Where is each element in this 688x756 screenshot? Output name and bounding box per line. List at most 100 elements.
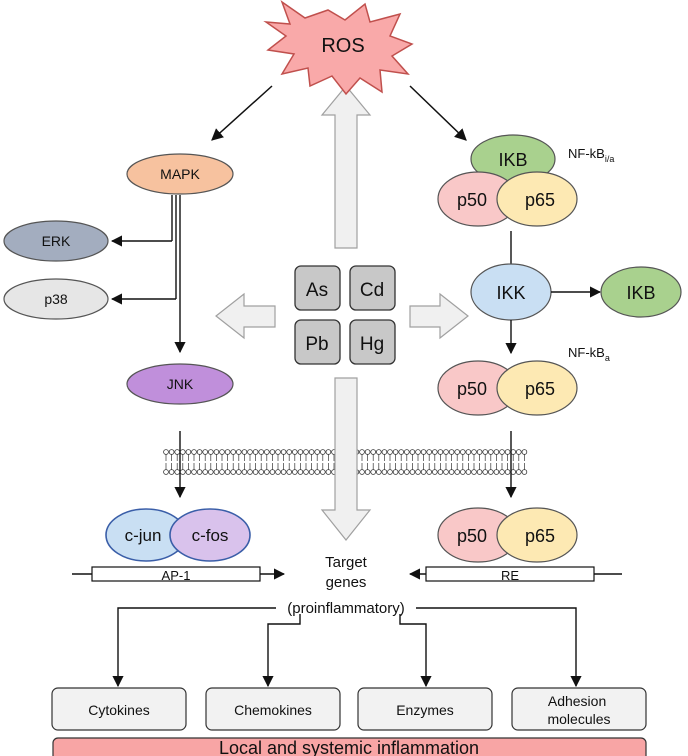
big-arrow-down <box>320 377 372 541</box>
p50-label-bottom: p50 <box>457 526 487 546</box>
big-arrow-right <box>409 292 469 340</box>
lipid-head <box>471 449 477 455</box>
lipid-head <box>297 449 304 455</box>
lipid-head <box>258 449 265 455</box>
re-label: RE <box>501 568 519 583</box>
output-cytokines: Cytokines <box>51 687 187 731</box>
lipid-head <box>213 449 220 455</box>
lipid-head <box>185 469 192 475</box>
p65-label-top: p65 <box>525 190 555 210</box>
cell-membrane <box>163 449 528 475</box>
p65-node-bottom <box>496 507 578 563</box>
lipid-head <box>174 449 181 455</box>
lipid-head <box>471 469 477 475</box>
lipid-head <box>392 469 399 475</box>
lipid-head <box>180 449 186 455</box>
lipid-head <box>280 469 287 475</box>
lipid-head <box>487 449 494 455</box>
connector-chemokines <box>262 614 301 688</box>
lipid-head <box>375 449 382 455</box>
ros-label: ROS <box>321 35 364 57</box>
lipid-head <box>415 469 421 475</box>
p38-node <box>3 278 109 320</box>
lipid-head <box>325 449 332 455</box>
p50-label-top: p50 <box>457 190 487 210</box>
ikk-label: IKK <box>496 283 525 303</box>
lipid-head <box>437 449 444 455</box>
lipid-head <box>381 469 388 475</box>
lipid-head <box>521 469 528 475</box>
p65-label-mid: p65 <box>525 379 555 399</box>
p65-node-mid <box>496 360 578 416</box>
lipid-head <box>230 449 237 455</box>
connector-adhesion <box>416 607 582 688</box>
lipid-head <box>359 469 365 475</box>
lipid-head <box>454 449 461 455</box>
lipid-head <box>191 449 197 455</box>
lipid-head <box>398 449 405 455</box>
lipid-head <box>403 449 410 455</box>
lipid-head <box>409 449 416 455</box>
lipid-head <box>403 469 410 475</box>
lipid-head <box>308 449 315 455</box>
lipid-head <box>476 449 483 455</box>
lipid-head <box>230 469 237 475</box>
lipid-head <box>291 449 298 455</box>
lipid-head <box>431 449 438 455</box>
lipid-head <box>224 449 231 455</box>
lipid-head <box>196 449 203 455</box>
lipid-head <box>415 449 421 455</box>
lipid-head <box>163 469 169 475</box>
lipid-head <box>258 469 265 475</box>
lipid-head <box>364 449 371 455</box>
lipid-head <box>493 469 500 475</box>
target-genes-line1: Target <box>325 554 368 571</box>
lipid-head <box>319 449 326 455</box>
lipid-head <box>202 469 209 475</box>
lipid-head <box>208 469 214 475</box>
lipid-head <box>280 449 287 455</box>
lipid-head <box>370 449 377 455</box>
metal-pb: Pb <box>294 319 341 365</box>
lipid-head <box>275 469 281 475</box>
lipid-head <box>297 469 304 475</box>
lipid-head <box>252 469 259 475</box>
ap1-label: AP-1 <box>162 568 191 583</box>
lipid-head <box>426 449 433 455</box>
svg-text:Chemokines: Chemokines <box>234 702 312 718</box>
lipid-head <box>465 449 472 455</box>
lipid-head <box>521 449 528 455</box>
cfos-node <box>169 508 251 562</box>
lipid-head <box>269 449 276 455</box>
lipid-head <box>314 469 321 475</box>
lipid-head <box>168 449 175 455</box>
lipid-head <box>236 469 242 475</box>
lipid-head <box>263 469 270 475</box>
lipid-head <box>303 469 309 475</box>
target-genes-line2: genes <box>326 574 367 591</box>
lipid-head <box>196 469 203 475</box>
lipid-head <box>375 469 382 475</box>
lipid-head <box>387 469 393 475</box>
lipid-head <box>269 469 276 475</box>
lipid-head <box>465 469 472 475</box>
mapk-node <box>126 153 234 195</box>
lipid-head <box>252 449 259 455</box>
svg-text:Local and systemic inflammatio: Local and systemic inflammation <box>219 738 479 756</box>
lipid-head <box>409 469 416 475</box>
lipid-head <box>275 449 281 455</box>
lipid-head <box>426 469 433 475</box>
lipid-head <box>482 469 489 475</box>
lipid-head <box>247 469 253 475</box>
lipid-head <box>515 449 522 455</box>
svg-text:As: As <box>306 280 328 301</box>
erk-node <box>3 220 109 262</box>
lipid-head <box>359 449 365 455</box>
inflammation-banner: Local and systemic inflammation <box>52 737 647 756</box>
lipid-head <box>247 449 253 455</box>
svg-text:Enzymes: Enzymes <box>396 702 454 718</box>
metal-cd: Cd <box>349 265 396 311</box>
lipid-head <box>213 469 220 475</box>
